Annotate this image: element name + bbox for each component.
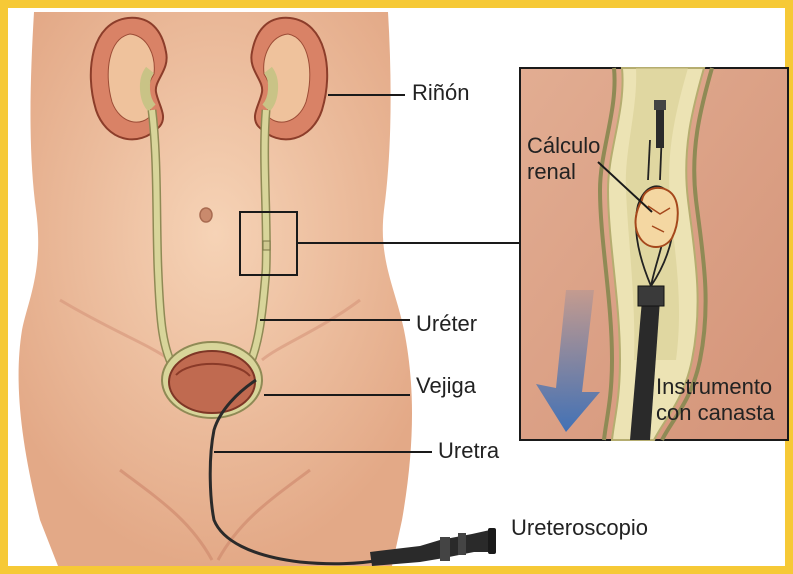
bladder-label: Vejiga (416, 373, 476, 398)
kidney-stone-label: Cálculo renal (527, 133, 600, 186)
navel (200, 208, 212, 222)
basket-instrument-label: Instrumento con canasta (656, 374, 775, 427)
kidney-stone-label-line1: Cálculo (527, 133, 600, 159)
ureter-stone (263, 241, 270, 250)
basket-instrument-label-line1: Instrumento (656, 374, 775, 400)
urethra-label: Uretra (438, 438, 499, 463)
kidney-stone-label-line2: renal (527, 159, 600, 185)
basket-instrument-label-line2: con canasta (656, 400, 775, 426)
kidney-label: Riñón (412, 80, 469, 105)
ureteroscope-label: Ureteroscopio (511, 515, 648, 540)
bladder (162, 342, 262, 418)
kidney-stone (636, 188, 678, 247)
ureter-label: Uréter (416, 311, 477, 336)
